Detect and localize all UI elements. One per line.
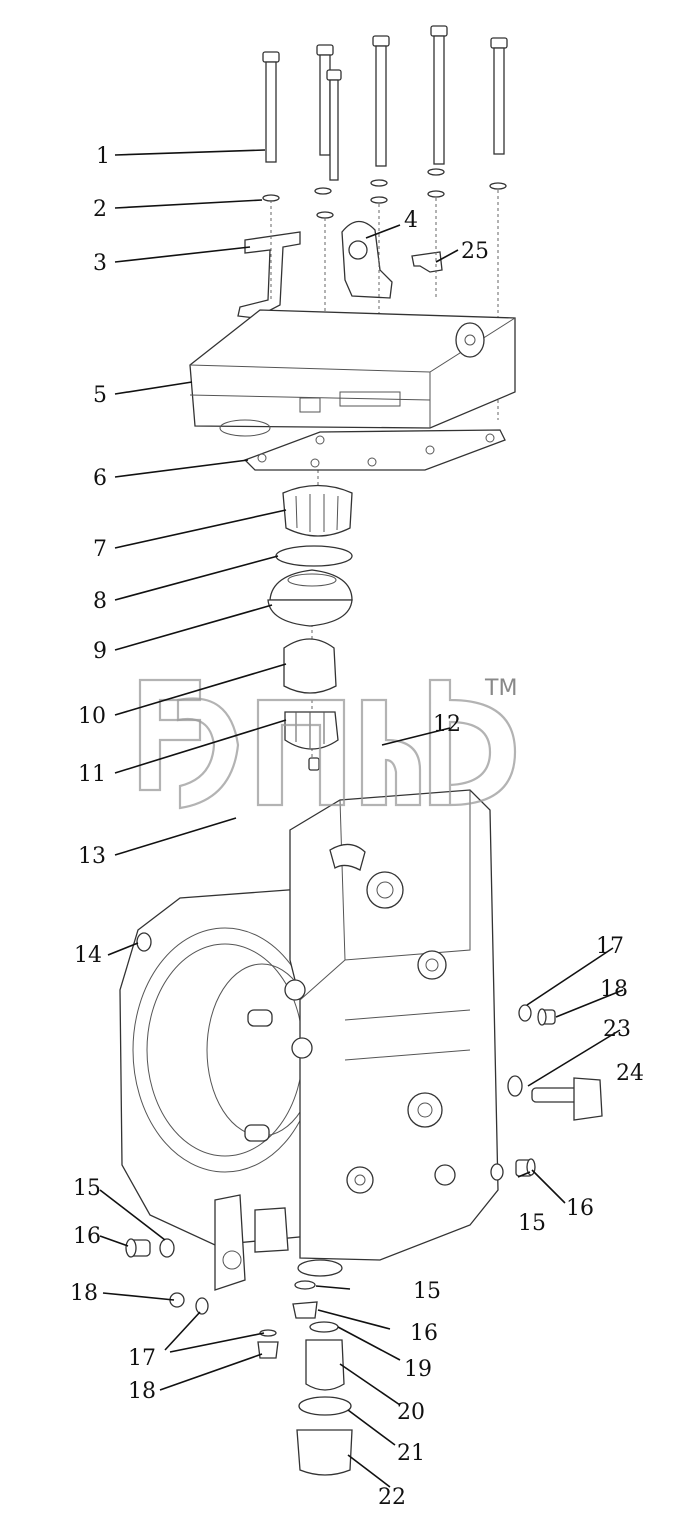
bracket — [237, 231, 301, 319]
left-fittings — [125, 932, 209, 1315]
seal-housing — [267, 569, 353, 627]
bolt — [490, 37, 508, 155]
right-fittings — [490, 1004, 603, 1181]
callout-19: 19 — [404, 1357, 432, 1382]
callout-12: 12 — [433, 712, 461, 737]
gear-sleeve — [284, 711, 339, 750]
callout-16: 16 — [73, 1224, 101, 1249]
callout-17: 17 — [128, 1346, 156, 1371]
leader-lines — [99, 149, 624, 1488]
callout-9: 9 — [93, 639, 107, 664]
clip — [411, 251, 443, 273]
callout-3: 3 — [93, 251, 107, 276]
roller-cage — [282, 484, 353, 537]
bolts — [262, 25, 508, 181]
lifting-eye — [341, 220, 393, 299]
bottom-stack — [257, 1280, 353, 1476]
callout-7: 7 — [93, 537, 107, 562]
callout-6: 6 — [93, 466, 107, 491]
plug-fitting — [257, 1341, 279, 1359]
bolt — [430, 25, 448, 165]
plug-fitting — [292, 1301, 318, 1319]
end-cap — [296, 1429, 353, 1476]
cover-housing — [189, 309, 516, 437]
callout-13: 13 — [78, 844, 106, 869]
callout-16: 16 — [566, 1196, 594, 1221]
callout-8: 8 — [93, 589, 107, 614]
bolt — [372, 35, 390, 167]
trademark-mark: TM — [484, 676, 517, 701]
banjo-bolt — [531, 1077, 603, 1121]
callout-15: 15 — [413, 1279, 441, 1304]
callout-14: 14 — [74, 943, 102, 968]
callout-4: 4 — [404, 208, 418, 233]
callout-16: 16 — [410, 1321, 438, 1346]
washers — [262, 168, 507, 219]
callout-24: 24 — [616, 1061, 644, 1086]
o-ring — [275, 545, 353, 567]
callout-21: 21 — [397, 1441, 425, 1466]
callout-11: 11 — [78, 762, 106, 787]
callout-10: 10 — [78, 704, 106, 729]
callout-17: 17 — [596, 934, 624, 959]
callout-25: 25 — [461, 239, 489, 264]
callout-23: 23 — [603, 1017, 631, 1042]
gasket — [243, 429, 506, 471]
small-pin — [308, 757, 320, 771]
bolt — [262, 51, 280, 163]
callout-22: 22 — [378, 1485, 406, 1510]
callout-18: 18 — [70, 1281, 98, 1306]
plug-fitting — [125, 1238, 151, 1258]
callout-5: 5 — [93, 383, 107, 408]
callout-18: 18 — [600, 977, 628, 1002]
callout-2: 2 — [93, 197, 107, 222]
plunger — [283, 638, 337, 694]
callout-15: 15 — [73, 1176, 101, 1201]
callout-labels: 1 2 3 4 25 5 6 7 8 9 10 11 12 13 14 17 1… — [70, 144, 644, 1510]
plug-fitting — [537, 1008, 556, 1026]
callout-1: 1 — [96, 144, 110, 169]
callout-20: 20 — [397, 1400, 425, 1425]
main-housing — [119, 789, 499, 1291]
callout-18: 18 — [128, 1379, 156, 1404]
bolt — [326, 69, 342, 181]
valve-body — [305, 1339, 345, 1391]
callout-15: 15 — [518, 1211, 546, 1236]
